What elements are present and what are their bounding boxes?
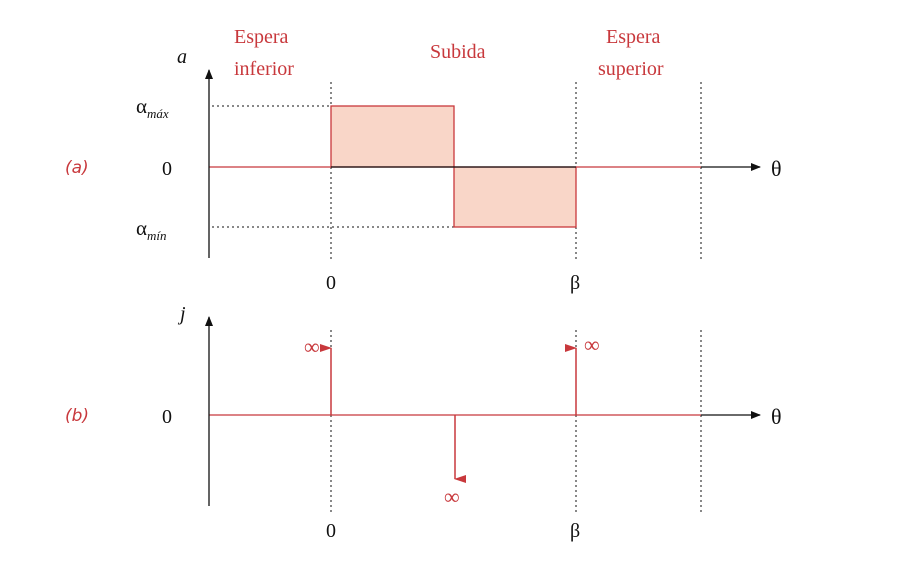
panel-acceleration: (a) a θ 0 αmáx αmín 0 β	[65, 46, 782, 294]
j-x-axis-label: θ	[771, 404, 782, 429]
alpha-min-label: αmín	[136, 216, 167, 243]
a-zero-label: 0	[162, 158, 172, 180]
phase-rise: Subida	[430, 41, 486, 63]
panel-a-label: (a)	[65, 158, 89, 178]
infinity-start-label: ∞	[304, 334, 320, 359]
j-y-axis-label: j	[177, 303, 186, 325]
accel-negative-block	[453, 166, 577, 228]
infinity-end-label: ∞	[584, 332, 600, 357]
a-x-tick-beta: β	[570, 272, 580, 294]
a-x-tick-0: 0	[326, 272, 336, 294]
phase-upper-dwell-line1: Espera	[606, 26, 661, 48]
alpha-min-symbol: α	[136, 216, 147, 240]
j-x-tick-0: 0	[326, 520, 336, 542]
a-x-axis-label: θ	[771, 156, 782, 181]
phase-upper-dwell-line2: superior	[598, 58, 664, 80]
alpha-max-label: αmáx	[136, 94, 169, 121]
j-zero-label: 0	[162, 406, 172, 428]
panel-jerk: (b) j θ 0 ∞ ∞ ∞ 0 β	[65, 303, 782, 542]
accel-positive-block	[330, 105, 455, 168]
phase-lower-dwell-line1: Espera	[234, 26, 289, 48]
j-x-tick-beta: β	[570, 520, 580, 542]
alpha-max-symbol: α	[136, 94, 147, 118]
phase-lower-dwell-line2: inferior	[234, 58, 294, 80]
alpha-min-subscript: mín	[147, 228, 167, 243]
alpha-max-subscript: máx	[147, 106, 169, 121]
panel-b-label: (b)	[65, 406, 89, 426]
infinity-mid-label: ∞	[444, 484, 460, 509]
a-y-axis-label: a	[177, 46, 187, 68]
